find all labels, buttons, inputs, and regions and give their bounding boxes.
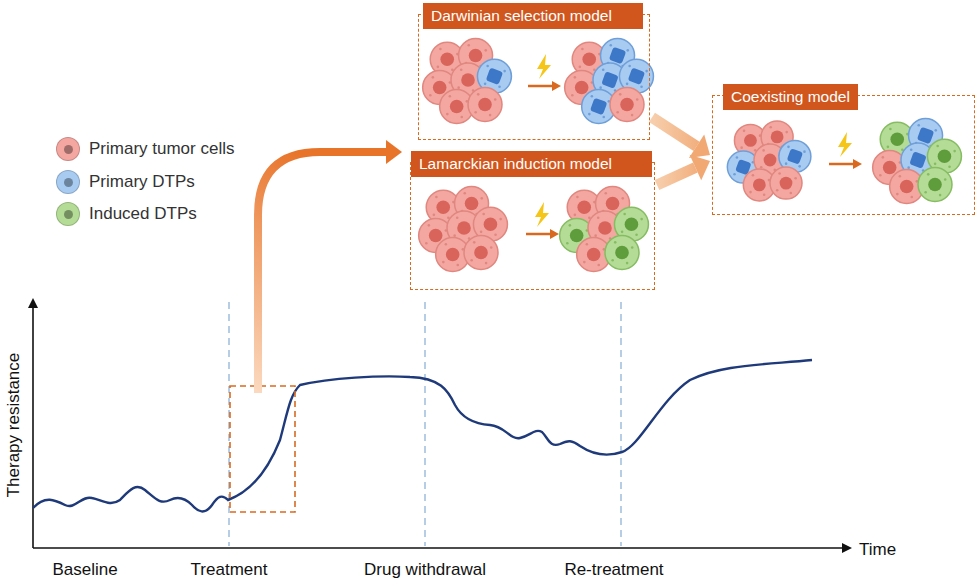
cell <box>464 236 498 270</box>
phase-label: Re-treatment <box>564 560 663 580</box>
swatch-nucleus <box>64 210 73 219</box>
treatment-symbol <box>829 132 862 169</box>
zoom-arrow-head <box>386 140 402 164</box>
legend-row: Primary DTPs <box>56 170 195 194</box>
phase-label: Drug withdrawal <box>364 560 486 580</box>
y-axis <box>32 300 34 548</box>
legend-swatch <box>56 202 80 226</box>
model-header: Lamarckian induction model <box>411 151 652 177</box>
merge-arrow <box>657 155 710 185</box>
model-header: Darwinian selection model <box>423 3 643 29</box>
legend-swatch <box>56 137 80 161</box>
x-axis <box>33 547 850 549</box>
swatch-nucleus <box>64 145 73 154</box>
highlight-box <box>230 386 295 512</box>
model-box: Coexisting model <box>712 95 975 215</box>
model-box: Darwinian selection model <box>418 14 650 140</box>
cell <box>770 167 802 199</box>
legend-row: Induced DTPs <box>56 202 197 226</box>
phase-dividers <box>229 302 621 546</box>
resistance-curve <box>33 360 812 511</box>
phase-label: Treatment <box>191 560 268 580</box>
cell <box>468 88 502 122</box>
axis-title: Therapy resistance <box>4 353 24 498</box>
legend-swatch <box>56 170 80 194</box>
model-header: Coexisting model <box>723 84 858 110</box>
model-box: Lamarckian induction model <box>410 162 655 290</box>
zoom-arrow <box>258 152 388 393</box>
legend-text: Primary tumor cells <box>89 139 234 159</box>
cell <box>605 236 639 270</box>
phase-label: Baseline <box>52 560 117 580</box>
merge-arrow <box>652 117 710 158</box>
cell <box>610 88 644 122</box>
legend-text: Induced DTPs <box>89 204 197 224</box>
treatment-symbol <box>528 54 561 91</box>
treatment-symbol <box>526 202 559 239</box>
legend-row: Primary tumor cells <box>56 137 234 161</box>
legend-text: Primary DTPs <box>89 172 195 192</box>
axis-title: Time <box>859 540 896 560</box>
swatch-nucleus <box>64 178 73 187</box>
cell <box>918 168 952 202</box>
